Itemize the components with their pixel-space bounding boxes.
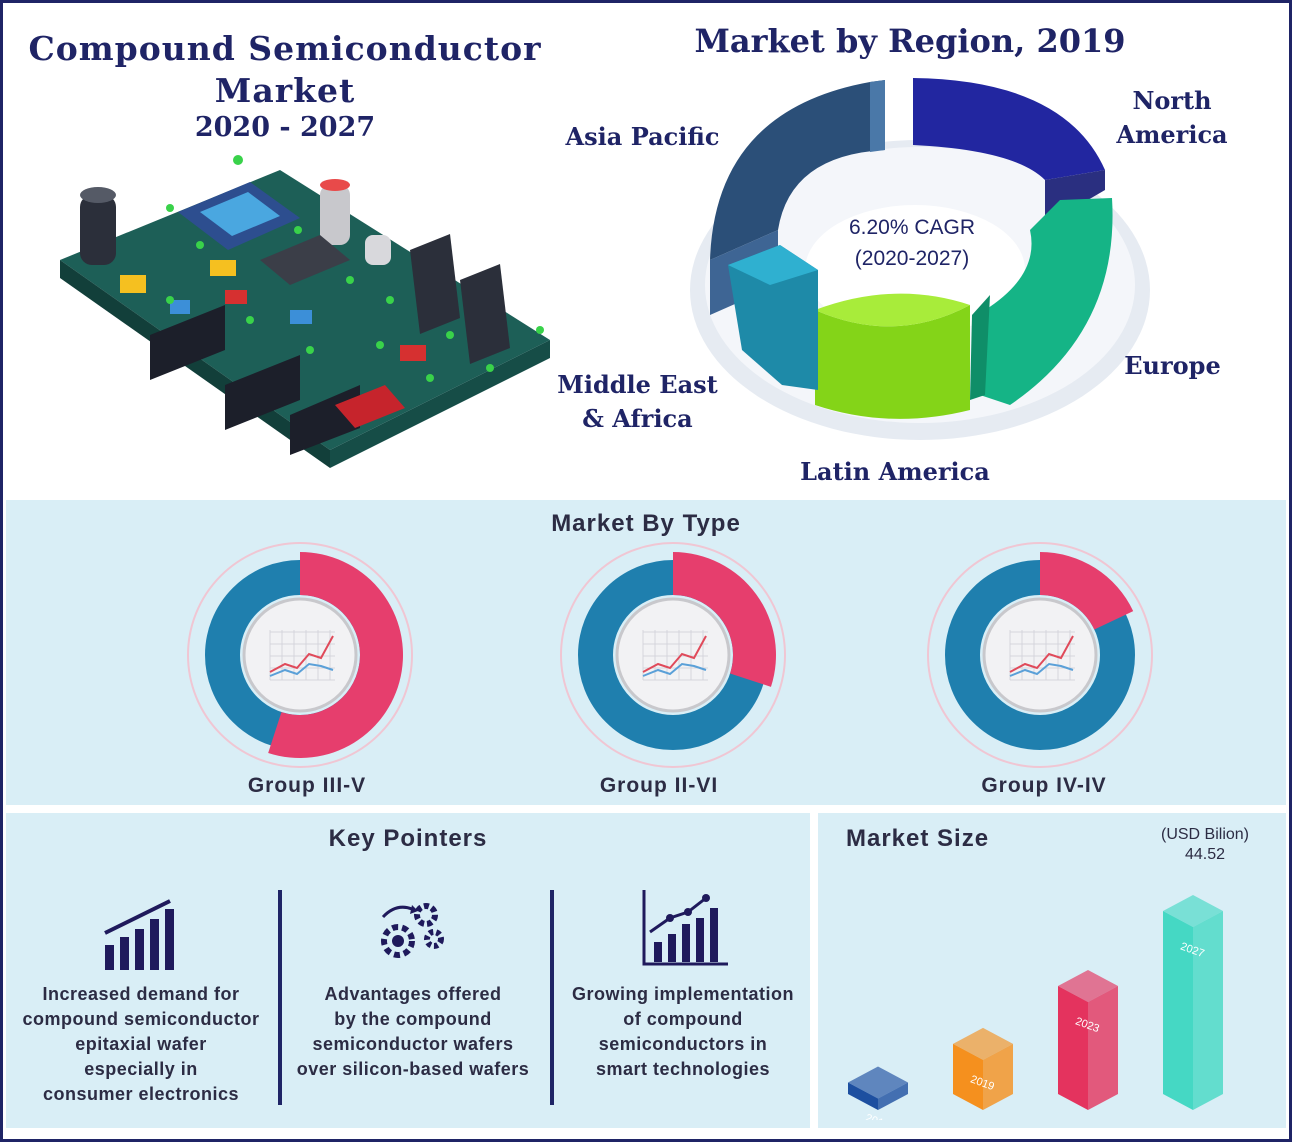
market-by-type-title: Market By Type (551, 510, 741, 537)
kp3-line: semiconductors in (598, 1034, 768, 1054)
cagr-label: 6.20% CAGR (2020-2027) (812, 212, 1012, 274)
bar-year-label: 2016 (864, 1112, 891, 1120)
kp3-line: smart technologies (595, 1059, 771, 1079)
donut-center (982, 597, 1098, 713)
circuit-board-illustration (60, 155, 550, 468)
market-size-bar-chart: 2016 2019 2023 2027 (848, 895, 1223, 1120)
latin-america-segment (815, 305, 970, 419)
bar-2023: 2023 (1058, 969, 1118, 1110)
label-middle-east-africa: Middle East & Africa (550, 368, 725, 436)
key-pointer-2: Advantages offered by the compound semic… (278, 982, 548, 1082)
north-america-segment (913, 78, 1105, 180)
key-pointer-1: Increased demand for compound semiconduc… (6, 982, 276, 1107)
kp1-line: Increased demand for (42, 984, 240, 1004)
key-pointers-section (6, 813, 810, 1128)
bar-2019: 2019 (953, 1027, 1013, 1110)
key-pointer-divider-2 (550, 890, 554, 1105)
market-size-value-label: 44.52 (1184, 846, 1226, 863)
key-pointer-divider-1 (278, 890, 282, 1105)
label-north-america-line1: North (1132, 86, 1212, 115)
growth-chart-icon (642, 890, 728, 966)
key-pointers-title: Key Pointers (328, 825, 488, 852)
kp1-line: especially in (84, 1059, 198, 1079)
label-group-ii-vi: Group II-VI (599, 774, 719, 797)
donut-group-iv-iv (927, 542, 1153, 768)
asia-pacific-segment (710, 80, 885, 260)
mini-chart-icon (642, 630, 708, 681)
label-europe: Europe (1124, 351, 1221, 380)
market-size-title: Market Size (846, 825, 990, 852)
kp1-line: compound semiconductor (22, 1009, 260, 1029)
donut-group-iii-v (187, 542, 413, 768)
label-north-america: North America (1112, 84, 1232, 152)
label-asia-pacific: Asia Pacific (565, 122, 720, 151)
kp2-line: semiconductor wafers (312, 1034, 514, 1054)
mini-chart-icon (269, 630, 335, 681)
label-group-iv-iv: Group IV-IV (981, 774, 1107, 797)
donut-share-arc (268, 552, 403, 758)
page-years: 2020 - 2027 (194, 112, 376, 143)
kp3-line: Growing implementation (571, 984, 794, 1004)
label-group-iii-v: Group III-V (247, 774, 367, 797)
bar-chart-icon (104, 899, 174, 970)
europe-segment (980, 198, 1113, 405)
region-donut-chart (690, 78, 1150, 440)
mini-chart-icon (1009, 630, 1075, 681)
kp3-line: of compound (623, 1009, 743, 1029)
gears-icon (381, 903, 444, 958)
cagr-value: 6.20% CAGR (848, 216, 976, 239)
donut-center (242, 597, 358, 713)
key-pointer-3: Growing implementation of compound semic… (548, 982, 818, 1082)
bar-2027: 2027 (1163, 895, 1223, 1110)
label-north-america-line2: America (1116, 120, 1228, 149)
bar-2016: 2016 (848, 1066, 908, 1120)
mea-segment (728, 245, 818, 390)
market-size-unit: (USD Bilion) (1160, 826, 1249, 843)
label-latin-america: Latin America (800, 457, 990, 486)
label-mea-line1: Middle East (557, 370, 718, 399)
kp1-line: consumer electronics (42, 1084, 240, 1104)
kp1-line: epitaxial wafer (75, 1034, 207, 1054)
page-title: Compound Semiconductor Market (28, 29, 542, 110)
cagr-period: (2020-2027) (854, 247, 970, 270)
donut-group-ii-vi (560, 542, 786, 768)
kp2-line: Advantages offered (324, 984, 502, 1004)
kp2-line: by the compound (334, 1009, 492, 1029)
donut-center (615, 597, 731, 713)
donut-share-arc (673, 552, 776, 687)
label-mea-line2: & Africa (582, 404, 693, 433)
kp2-line: over silicon-based wafers (296, 1059, 530, 1079)
region-chart-title: Market by Region, 2019 (694, 22, 1126, 60)
donut-share-arc (1040, 552, 1134, 630)
